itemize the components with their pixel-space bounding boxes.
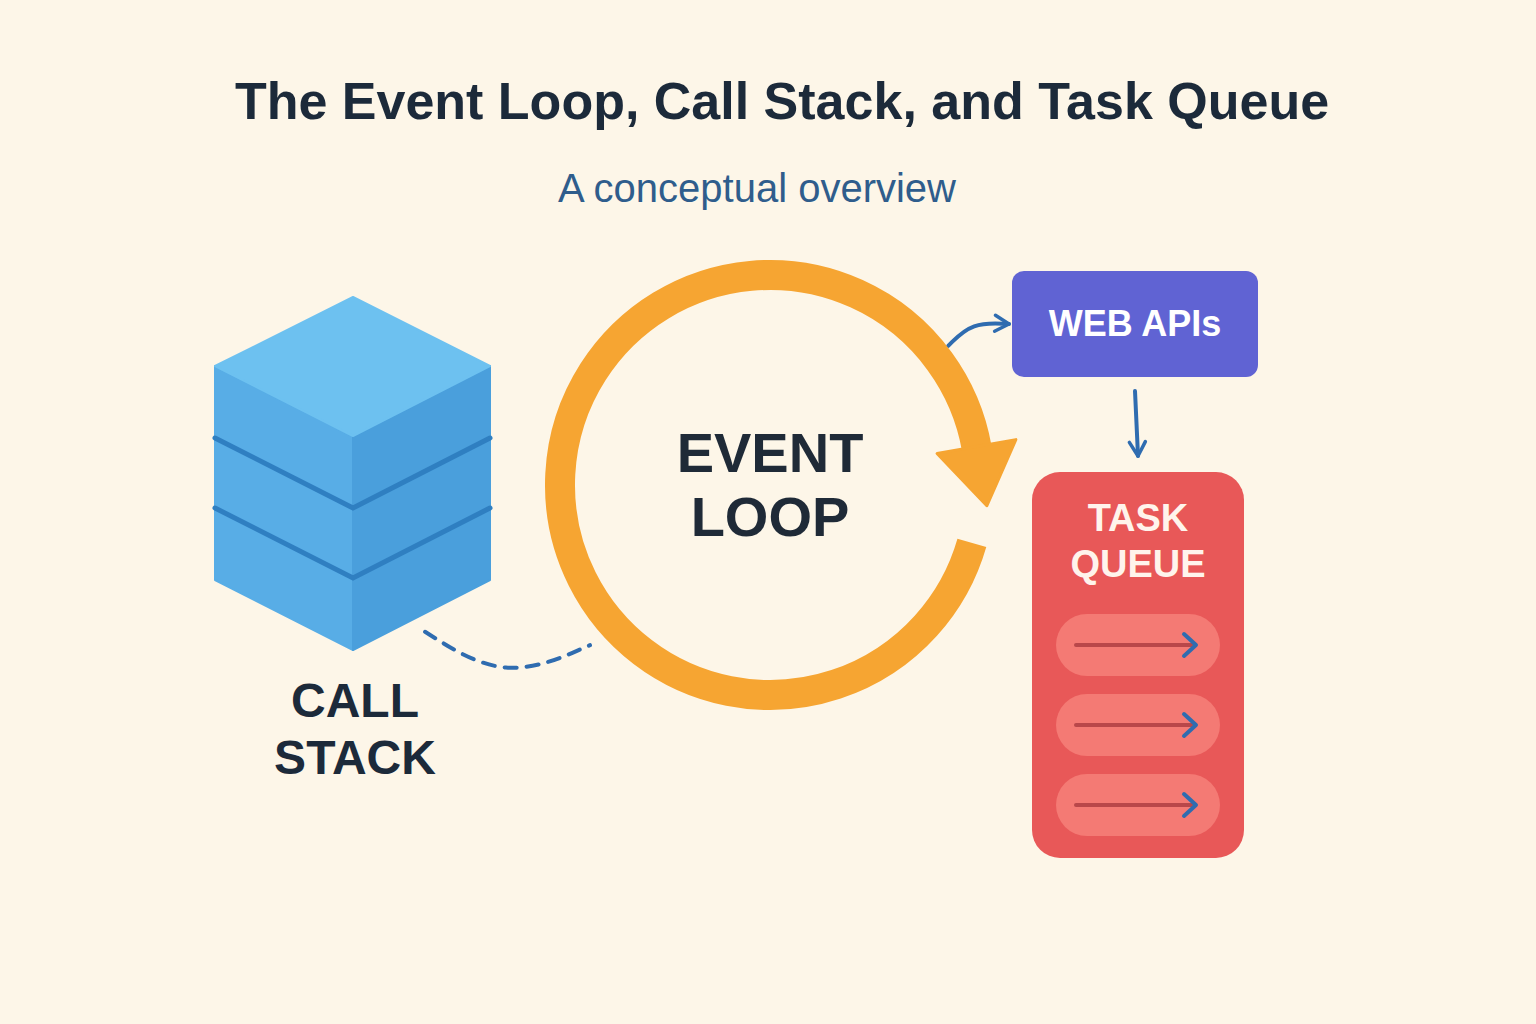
node-label: TASK QUEUE [1048, 496, 1228, 587]
arrow-connector [1135, 391, 1138, 456]
loop-arc [560, 275, 977, 695]
queue-item [1056, 694, 1220, 756]
queue-item [1056, 774, 1220, 836]
node-label: WEB APIs [1049, 302, 1222, 345]
queue-item [1056, 614, 1220, 676]
queue-arrow-line [1076, 803, 1192, 807]
event-loop: EVENT LOOP [545, 260, 995, 710]
queue-pill [1056, 614, 1220, 676]
arrow-connector [948, 323, 1009, 346]
queue-pill [1056, 774, 1220, 836]
queue-pill [1056, 694, 1220, 756]
cube-layer-line [215, 438, 490, 508]
node-label: EVENT LOOP [620, 421, 920, 550]
dashed-connector [425, 632, 590, 668]
task-queue-box: TASK QUEUE [1032, 472, 1244, 858]
loop-arrow-head [937, 440, 1016, 506]
call-stack: CALL STACK [200, 285, 510, 795]
cube-layer-line [215, 508, 490, 578]
queue-arrow-head [1184, 794, 1196, 816]
queue-arrow-head [1184, 714, 1196, 736]
node-label: CALL STACK [240, 672, 470, 787]
queue-arrow-line [1076, 643, 1192, 647]
queue-arrow-head [1184, 634, 1196, 656]
diagram-title: The Event Loop, Call Stack, and Task Que… [0, 70, 1536, 132]
cube-top-face [215, 297, 490, 436]
queue-arrow-line [1076, 723, 1192, 727]
subtitle: A conceptual overview [0, 164, 1536, 212]
web-apis-box: WEB APIs [1012, 271, 1258, 377]
